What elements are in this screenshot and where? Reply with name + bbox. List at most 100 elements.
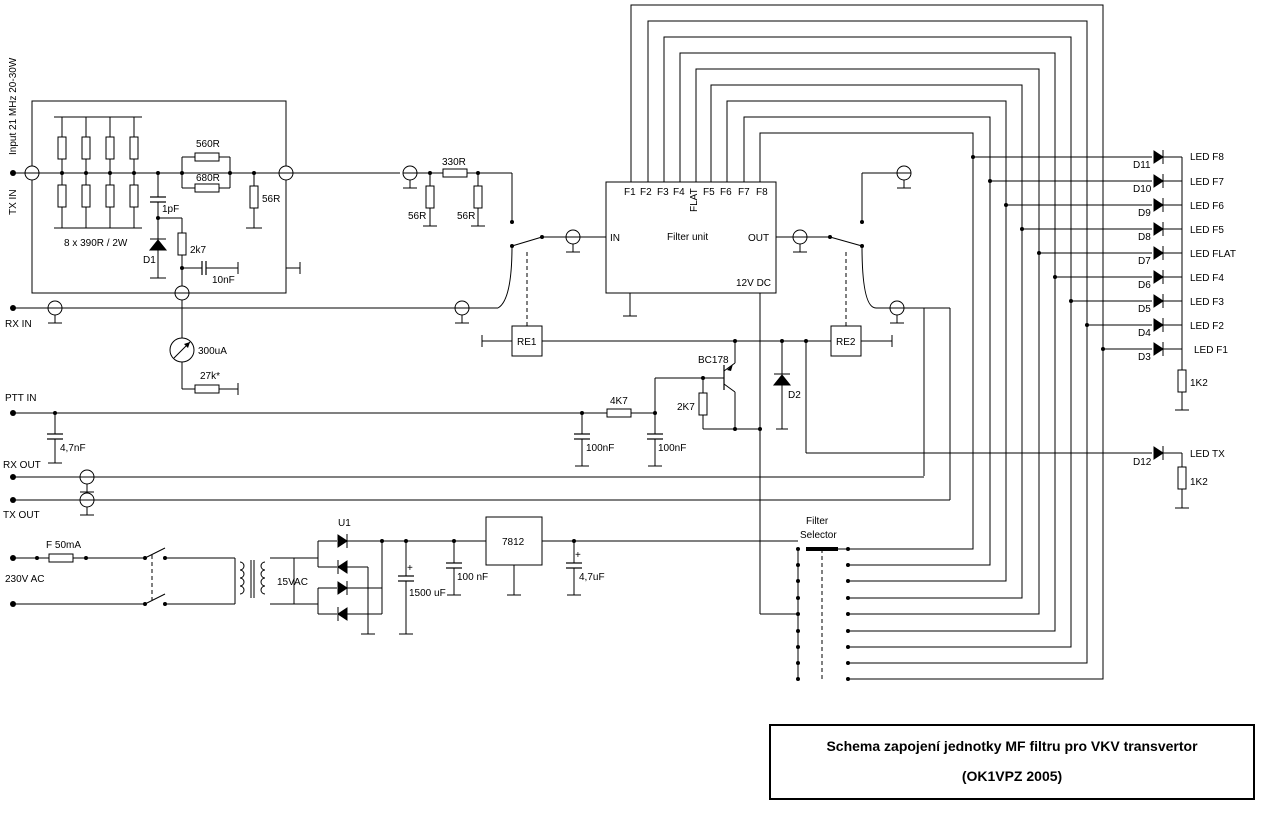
c10nf-label: 10nF [212,275,235,286]
title-line-2: (OK1VPZ 2005) [961,768,1063,784]
transformer-primary [239,561,245,595]
svg-text:LED F8: LED F8 [1190,152,1224,163]
svg-text:D7: D7 [1138,256,1151,267]
filter-control-lines [630,4,1104,680]
r27k-label: 27k* [200,371,220,382]
resistor-56r-c [473,185,483,209]
d1-label: D1 [143,255,156,266]
ptt-in-label: PTT IN [5,393,36,404]
svg-text:LED F4: LED F4 [1190,273,1224,284]
fu-pin-f6: F6 [720,187,732,198]
regulator-label: 7812 [502,537,525,548]
svg-text:D3: D3 [1138,352,1151,363]
fu-pin-f2: F2 [640,187,652,198]
svg-text:LED F1: LED F1 [1194,345,1228,356]
rx-out-label: RX OUT [3,460,41,471]
tx-out-label: TX OUT [3,510,40,521]
diode-d2 [772,374,792,386]
svg-text:LED F7: LED F7 [1190,177,1224,188]
r2k7b-label: 2K7 [677,402,695,413]
resistor-680r [194,183,220,193]
transistor-label: BC178 [698,355,729,366]
r330-label: 330R [442,157,466,168]
r2k7a-label: 2k7 [190,245,207,256]
svg-text:D6: D6 [1138,280,1151,291]
fu-pin-f8: F8 [756,187,768,198]
dummy-load-enclosure [31,100,287,294]
c1500-label: 1500 uF [409,588,446,599]
led-row: D11 LED F8 [971,150,1224,171]
r56b-label: 56R [408,211,426,222]
bridge-label: U1 [338,518,351,529]
transformer-secondary [260,561,266,595]
filter-unit-box [605,181,777,294]
r1k2a-label: 1K2 [1190,378,1208,389]
resistor-56r-b [425,185,435,209]
re2-label: RE2 [836,337,856,348]
r56a-label: 56R [262,194,280,205]
fu-out-label: OUT [748,233,769,244]
resistor-array-390r [54,116,142,229]
selector-label-2: Selector [800,530,837,541]
d12-label: D12 [1133,457,1152,468]
led-tx-label: LED TX [1190,449,1225,460]
r680-label: 680R [196,173,220,184]
svg-text:LED F5: LED F5 [1190,225,1224,236]
svg-text:LED FLAT: LED FLAT [1190,249,1236,260]
c4n7-label: 4,7nF [60,443,86,454]
svg-text:+: + [407,563,413,574]
fu-pin-f3: F3 [657,187,669,198]
led-row: D7 LED FLAT [1037,246,1236,267]
svg-text:D8: D8 [1138,232,1151,243]
fu-pin-f7: F7 [738,187,750,198]
meter-label: 300uA [198,346,227,357]
led-row: D10 LED F7 [988,174,1224,195]
tx-in-label: TX IN [8,189,19,215]
r56c-label: 56R [457,211,475,222]
svg-text:LED F6: LED F6 [1190,201,1224,212]
led-row: D8 LED F5 [1020,222,1224,243]
ac-label: 230V AC [5,574,44,585]
svg-text:D11: D11 [1133,160,1151,171]
input-label: Input 21 MHz 20-30W [8,57,19,155]
r4k7-label: 4K7 [610,396,628,407]
led-row: D9 LED F6 [1004,198,1224,219]
r390-label: 8 x 390R / 2W [64,238,128,249]
led-row: D6 LED F4 [1053,270,1224,291]
resistor-4k7 [606,408,632,418]
title-line-1: Schema zapojení jednotky MF filtru pro V… [826,738,1198,754]
fu-in-label: IN [610,233,620,244]
bridge-rectifier-u1 [317,534,384,635]
led-array: D11 LED F8 D10 LED F7 D9 LED F6 D8 LED F5 D7… [971,150,1236,411]
fu-power-label: 12V DC [736,278,771,289]
title-block: Schema zapojení jednotky MF filtru pro V… [769,724,1255,800]
svg-text:D10: D10 [1133,184,1152,195]
rx-in-label: RX IN [5,319,32,330]
relay-re1 [511,325,543,357]
resistor-560r [194,152,220,162]
fu-pin-f4: F4 [673,187,685,198]
regulator-7812 [485,516,543,566]
resistor-330r [442,168,468,178]
svg-text:LED F2: LED F2 [1190,321,1224,332]
c100npsu-label: 100 nF [457,572,488,583]
transformer-label: 15VAC [277,577,308,588]
filter-selector-switch [796,547,850,681]
svg-text:D9: D9 [1138,208,1151,219]
fuse-label: F 50mA [46,540,81,551]
resistor-1k2-a [1177,369,1187,393]
fuse-50ma [48,553,74,563]
svg-text:+: + [575,550,581,561]
selector-label-1: Filter [806,516,829,527]
diode-d1 [148,239,168,251]
d2-label: D2 [788,390,801,401]
fu-pin-f1: F1 [624,187,636,198]
re1-label: RE1 [517,337,537,348]
resistor-27k [194,384,220,394]
c100nb-label: 100nF [658,443,686,454]
resistor-1k2-b [1177,466,1187,490]
resistor-2k7-a [177,232,187,256]
